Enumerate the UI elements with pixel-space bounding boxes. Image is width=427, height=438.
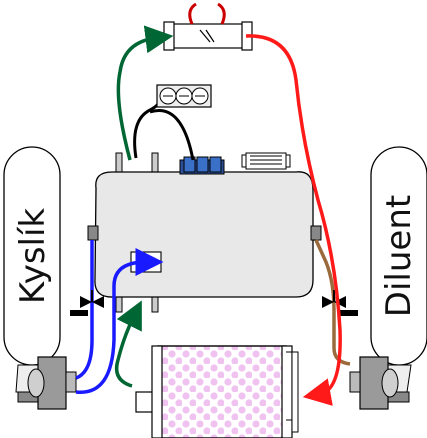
oxygen-tank: Kyslík [3, 146, 61, 403]
oxygen-valve [70, 290, 104, 316]
oxygen-supply-line [75, 240, 164, 394]
inhale-loop-arrow [245, 34, 342, 406]
oxygen-regulator [27, 356, 77, 410]
oxygen-tank-label: Kyslík [13, 208, 53, 305]
mouthpiece [163, 2, 253, 51]
gauge-display [133, 84, 212, 161]
oxygen-sensors [179, 156, 225, 175]
exhale-loop-arrow [114, 25, 174, 388]
diluent-regulator [349, 356, 399, 410]
scrubber-canister [135, 345, 299, 438]
diluent-tank-label: Diluent [379, 195, 419, 317]
connector-block [241, 152, 291, 170]
diluent-supply-line [314, 239, 351, 366]
rebreather-housing [87, 152, 322, 313]
diluent-valve [322, 290, 358, 316]
